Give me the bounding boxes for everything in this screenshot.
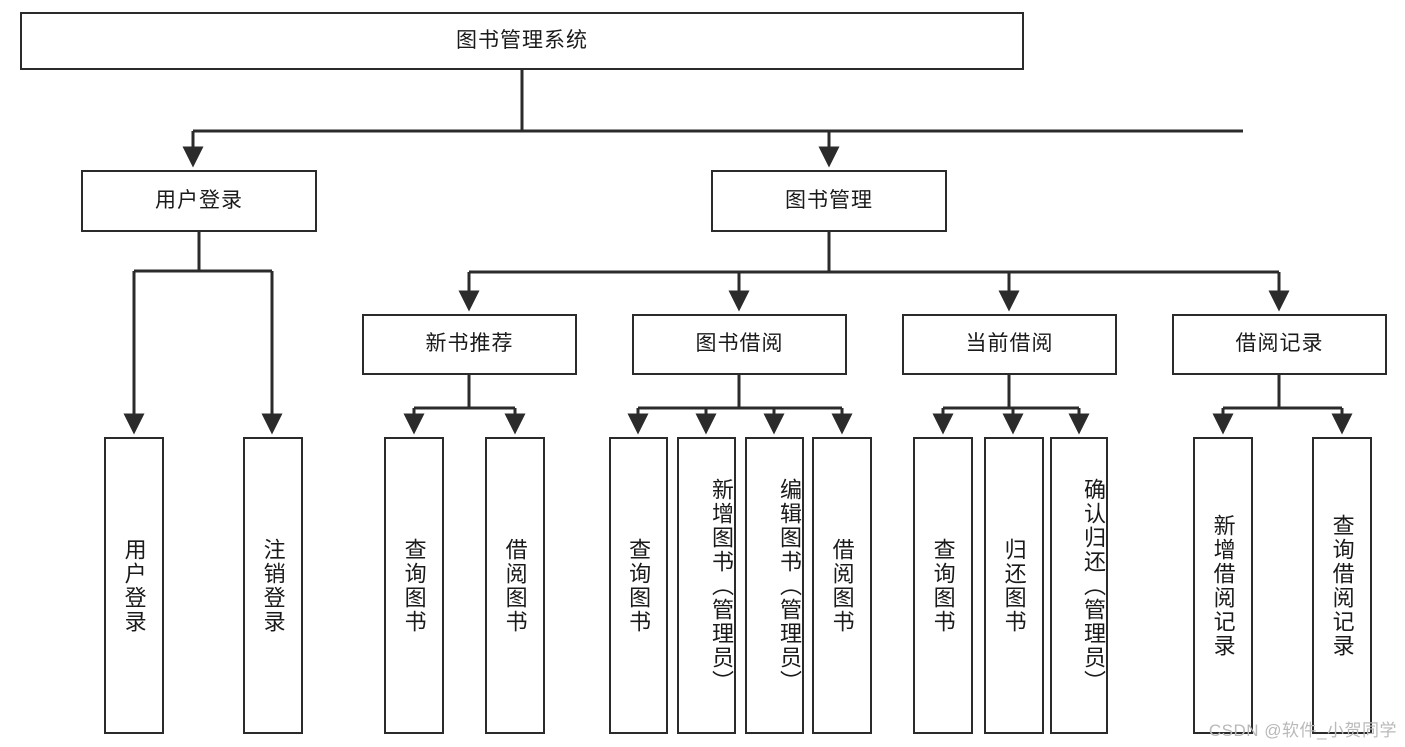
node-leaf-add-record-label: 新增借阅记录 [1210, 513, 1236, 658]
node-leaf-confirm-return-label: 确认归还（管理员） [1081, 477, 1106, 694]
node-leaf-add-book[interactable]: 新增图书（管理员） [677, 437, 736, 734]
node-leaf-user-login-label: 用户登录 [121, 537, 147, 634]
node-leaf-query-record-label: 查询借阅记录 [1329, 513, 1355, 658]
node-current-borrow-label: 当前借阅 [965, 332, 1054, 356]
node-user-login[interactable]: 用户登录 [81, 170, 317, 232]
node-book-manage-label: 图书管理 [785, 188, 873, 212]
node-leaf-user-login[interactable]: 用户登录 [104, 437, 164, 734]
node-leaf-confirm-return[interactable]: 确认归还（管理员） [1050, 437, 1108, 734]
node-leaf-borrow-book-1-label: 借阅图书 [502, 537, 528, 634]
node-current-borrow[interactable]: 当前借阅 [902, 314, 1117, 375]
node-leaf-query-book-2-label: 查询图书 [626, 537, 652, 634]
node-root[interactable]: 图书管理系统 [20, 12, 1024, 70]
node-borrow-record[interactable]: 借阅记录 [1172, 314, 1387, 375]
node-leaf-logout[interactable]: 注销登录 [243, 437, 303, 734]
node-user-login-label: 用户登录 [155, 188, 243, 212]
node-leaf-query-book-1[interactable]: 查询图书 [384, 437, 444, 734]
node-leaf-logout-label: 注销登录 [260, 537, 286, 634]
node-new-book-recommend[interactable]: 新书推荐 [362, 314, 577, 375]
watermark-text: CSDN @软件_小贺同学 [1208, 721, 1397, 740]
node-leaf-borrow-book-2-label: 借阅图书 [829, 537, 855, 634]
node-leaf-edit-book[interactable]: 编辑图书（管理员） [745, 437, 804, 734]
node-leaf-query-book-3[interactable]: 查询图书 [913, 437, 973, 734]
node-borrow-record-label: 借阅记录 [1235, 332, 1324, 356]
node-leaf-return-book-label: 归还图书 [1001, 537, 1027, 634]
node-leaf-borrow-book-2[interactable]: 借阅图书 [812, 437, 872, 734]
node-leaf-edit-book-label: 编辑图书（管理员） [777, 477, 802, 694]
node-leaf-borrow-book-1[interactable]: 借阅图书 [485, 437, 545, 734]
node-leaf-query-book-2[interactable]: 查询图书 [609, 437, 668, 734]
node-leaf-add-record[interactable]: 新增借阅记录 [1193, 437, 1253, 734]
node-leaf-query-book-3-label: 查询图书 [930, 537, 956, 634]
node-leaf-return-book[interactable]: 归还图书 [984, 437, 1044, 734]
node-leaf-query-book-1-label: 查询图书 [401, 537, 427, 634]
node-new-book-recommend-label: 新书推荐 [425, 332, 514, 356]
node-root-label: 图书管理系统 [456, 28, 588, 52]
node-book-manage[interactable]: 图书管理 [711, 170, 947, 232]
node-leaf-query-record[interactable]: 查询借阅记录 [1312, 437, 1372, 734]
node-leaf-add-book-label: 新增图书（管理员） [709, 477, 734, 694]
node-book-borrow-label: 图书借阅 [695, 332, 784, 356]
node-book-borrow[interactable]: 图书借阅 [632, 314, 847, 375]
